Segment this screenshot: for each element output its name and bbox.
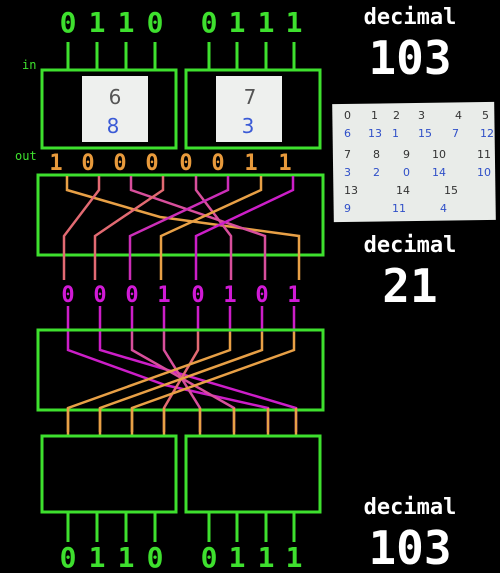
out-bit-1: 0	[81, 151, 94, 176]
out-bit-7: 1	[278, 151, 291, 176]
lookup-cell: 13	[368, 127, 382, 140]
top-bit-7: 1	[286, 6, 303, 39]
decimal-top-label: decimal	[364, 5, 457, 30]
lookup-cell: 14	[432, 166, 446, 179]
top-bit-4: 0	[201, 6, 218, 39]
lookup-cell: 2	[373, 166, 380, 179]
lookup-cell: 11	[392, 202, 406, 215]
sbox-note-right-top: 7	[244, 85, 257, 109]
lookup-cell: 7	[452, 127, 459, 140]
bottom-bit-0: 0	[60, 541, 77, 573]
lookup-cell: 1	[392, 127, 399, 140]
lookup-cell: 10	[432, 148, 446, 161]
bottom-bit-7: 1	[286, 541, 303, 573]
top-bit-0: 0	[60, 6, 77, 39]
bottom-bit-6: 1	[258, 541, 275, 573]
lookup-cell: 0	[344, 109, 351, 122]
lookup-cell: 2	[393, 109, 400, 122]
permutation-wires-1	[64, 176, 299, 280]
lookup-cell: 8	[373, 148, 380, 161]
permutation-wires-2	[68, 332, 296, 432]
inverse-sbox-right	[186, 436, 320, 512]
sbox-note-right-bottom: 3	[242, 114, 255, 138]
lookup-cell: 3	[344, 166, 351, 179]
lookup-cell: 4	[455, 109, 462, 122]
sbox-note-left: 6 8	[82, 76, 148, 142]
top-input-wires	[68, 42, 294, 70]
lookup-cell: 1	[371, 109, 378, 122]
decimal-bottom-label: decimal	[364, 495, 457, 520]
lookup-table-note: 012345613115712789101132014101314159114	[332, 102, 496, 222]
lookup-cell: 9	[403, 148, 410, 161]
sbox-note-left-bottom: 8	[107, 114, 120, 138]
mid-bit-3: 1	[157, 283, 170, 308]
sbox-output-bits: 1 0 0 0 0 0 1 1	[49, 151, 291, 176]
decimal-mid-label: decimal	[364, 233, 457, 258]
bottom-output-wires	[68, 512, 294, 542]
lookup-cell: 3	[418, 109, 425, 122]
middle-bits: 0 0 0 1 0 1 0 1	[61, 283, 300, 308]
top-bit-3: 0	[147, 6, 164, 39]
out-bit-5: 0	[211, 151, 224, 176]
decimal-mid-value: 21	[382, 259, 437, 313]
out-bit-6: 1	[244, 151, 257, 176]
bottom-bit-5: 1	[229, 541, 246, 573]
sbox-note-left-top: 6	[109, 85, 122, 109]
lookup-cell: 6	[344, 127, 351, 140]
top-bit-1: 1	[89, 6, 106, 39]
sbox-note-right: 7 3	[216, 76, 282, 142]
top-bit-6: 1	[258, 6, 275, 39]
out-label: out	[15, 149, 37, 163]
top-input-bits: 0 1 1 0 0 1 1 1	[60, 6, 303, 39]
decimal-bottom-value: 103	[368, 521, 451, 573]
top-bit-5: 1	[229, 6, 246, 39]
in-label: in	[22, 58, 36, 72]
bottom-output-bits: 0 1 1 0 0 1 1 1	[60, 541, 303, 573]
lookup-cell: 15	[444, 184, 458, 197]
middle-bit-wires	[68, 306, 294, 332]
out-bit-4: 0	[179, 151, 192, 176]
lookup-cell: 13	[344, 184, 358, 197]
lookup-cell: 11	[477, 148, 491, 161]
lookup-cell: 15	[418, 127, 432, 140]
lookup-cell: 12	[480, 127, 494, 140]
out-bit-3: 0	[145, 151, 158, 176]
bottom-box-input-wires	[68, 408, 296, 436]
mid-bit-1: 0	[93, 283, 106, 308]
lookup-cell: 14	[396, 184, 410, 197]
bottom-bit-2: 1	[118, 541, 135, 573]
mid-bit-6: 0	[255, 283, 268, 308]
lookup-cell: 10	[477, 166, 491, 179]
lookup-cell: 5	[482, 109, 489, 122]
out-bit-0: 1	[49, 151, 62, 176]
mid-bit-4: 0	[191, 283, 204, 308]
bottom-bit-1: 1	[89, 541, 106, 573]
mid-bit-0: 0	[61, 283, 74, 308]
decimal-top-value: 103	[368, 31, 451, 85]
out-bit-2: 0	[113, 151, 126, 176]
permutation-box-2	[38, 330, 323, 410]
lookup-cell: 9	[344, 202, 351, 215]
mid-bit-7: 1	[287, 283, 300, 308]
bottom-bit-3: 0	[147, 541, 164, 573]
bottom-bit-4: 0	[201, 541, 218, 573]
lookup-cell: 4	[440, 202, 447, 215]
mid-bit-5: 1	[223, 283, 236, 308]
mid-bit-2: 0	[125, 283, 138, 308]
top-bit-2: 1	[118, 6, 135, 39]
lookup-cell: 7	[344, 148, 351, 161]
inverse-sbox-left	[42, 436, 176, 512]
lookup-cell: 0	[403, 166, 410, 179]
